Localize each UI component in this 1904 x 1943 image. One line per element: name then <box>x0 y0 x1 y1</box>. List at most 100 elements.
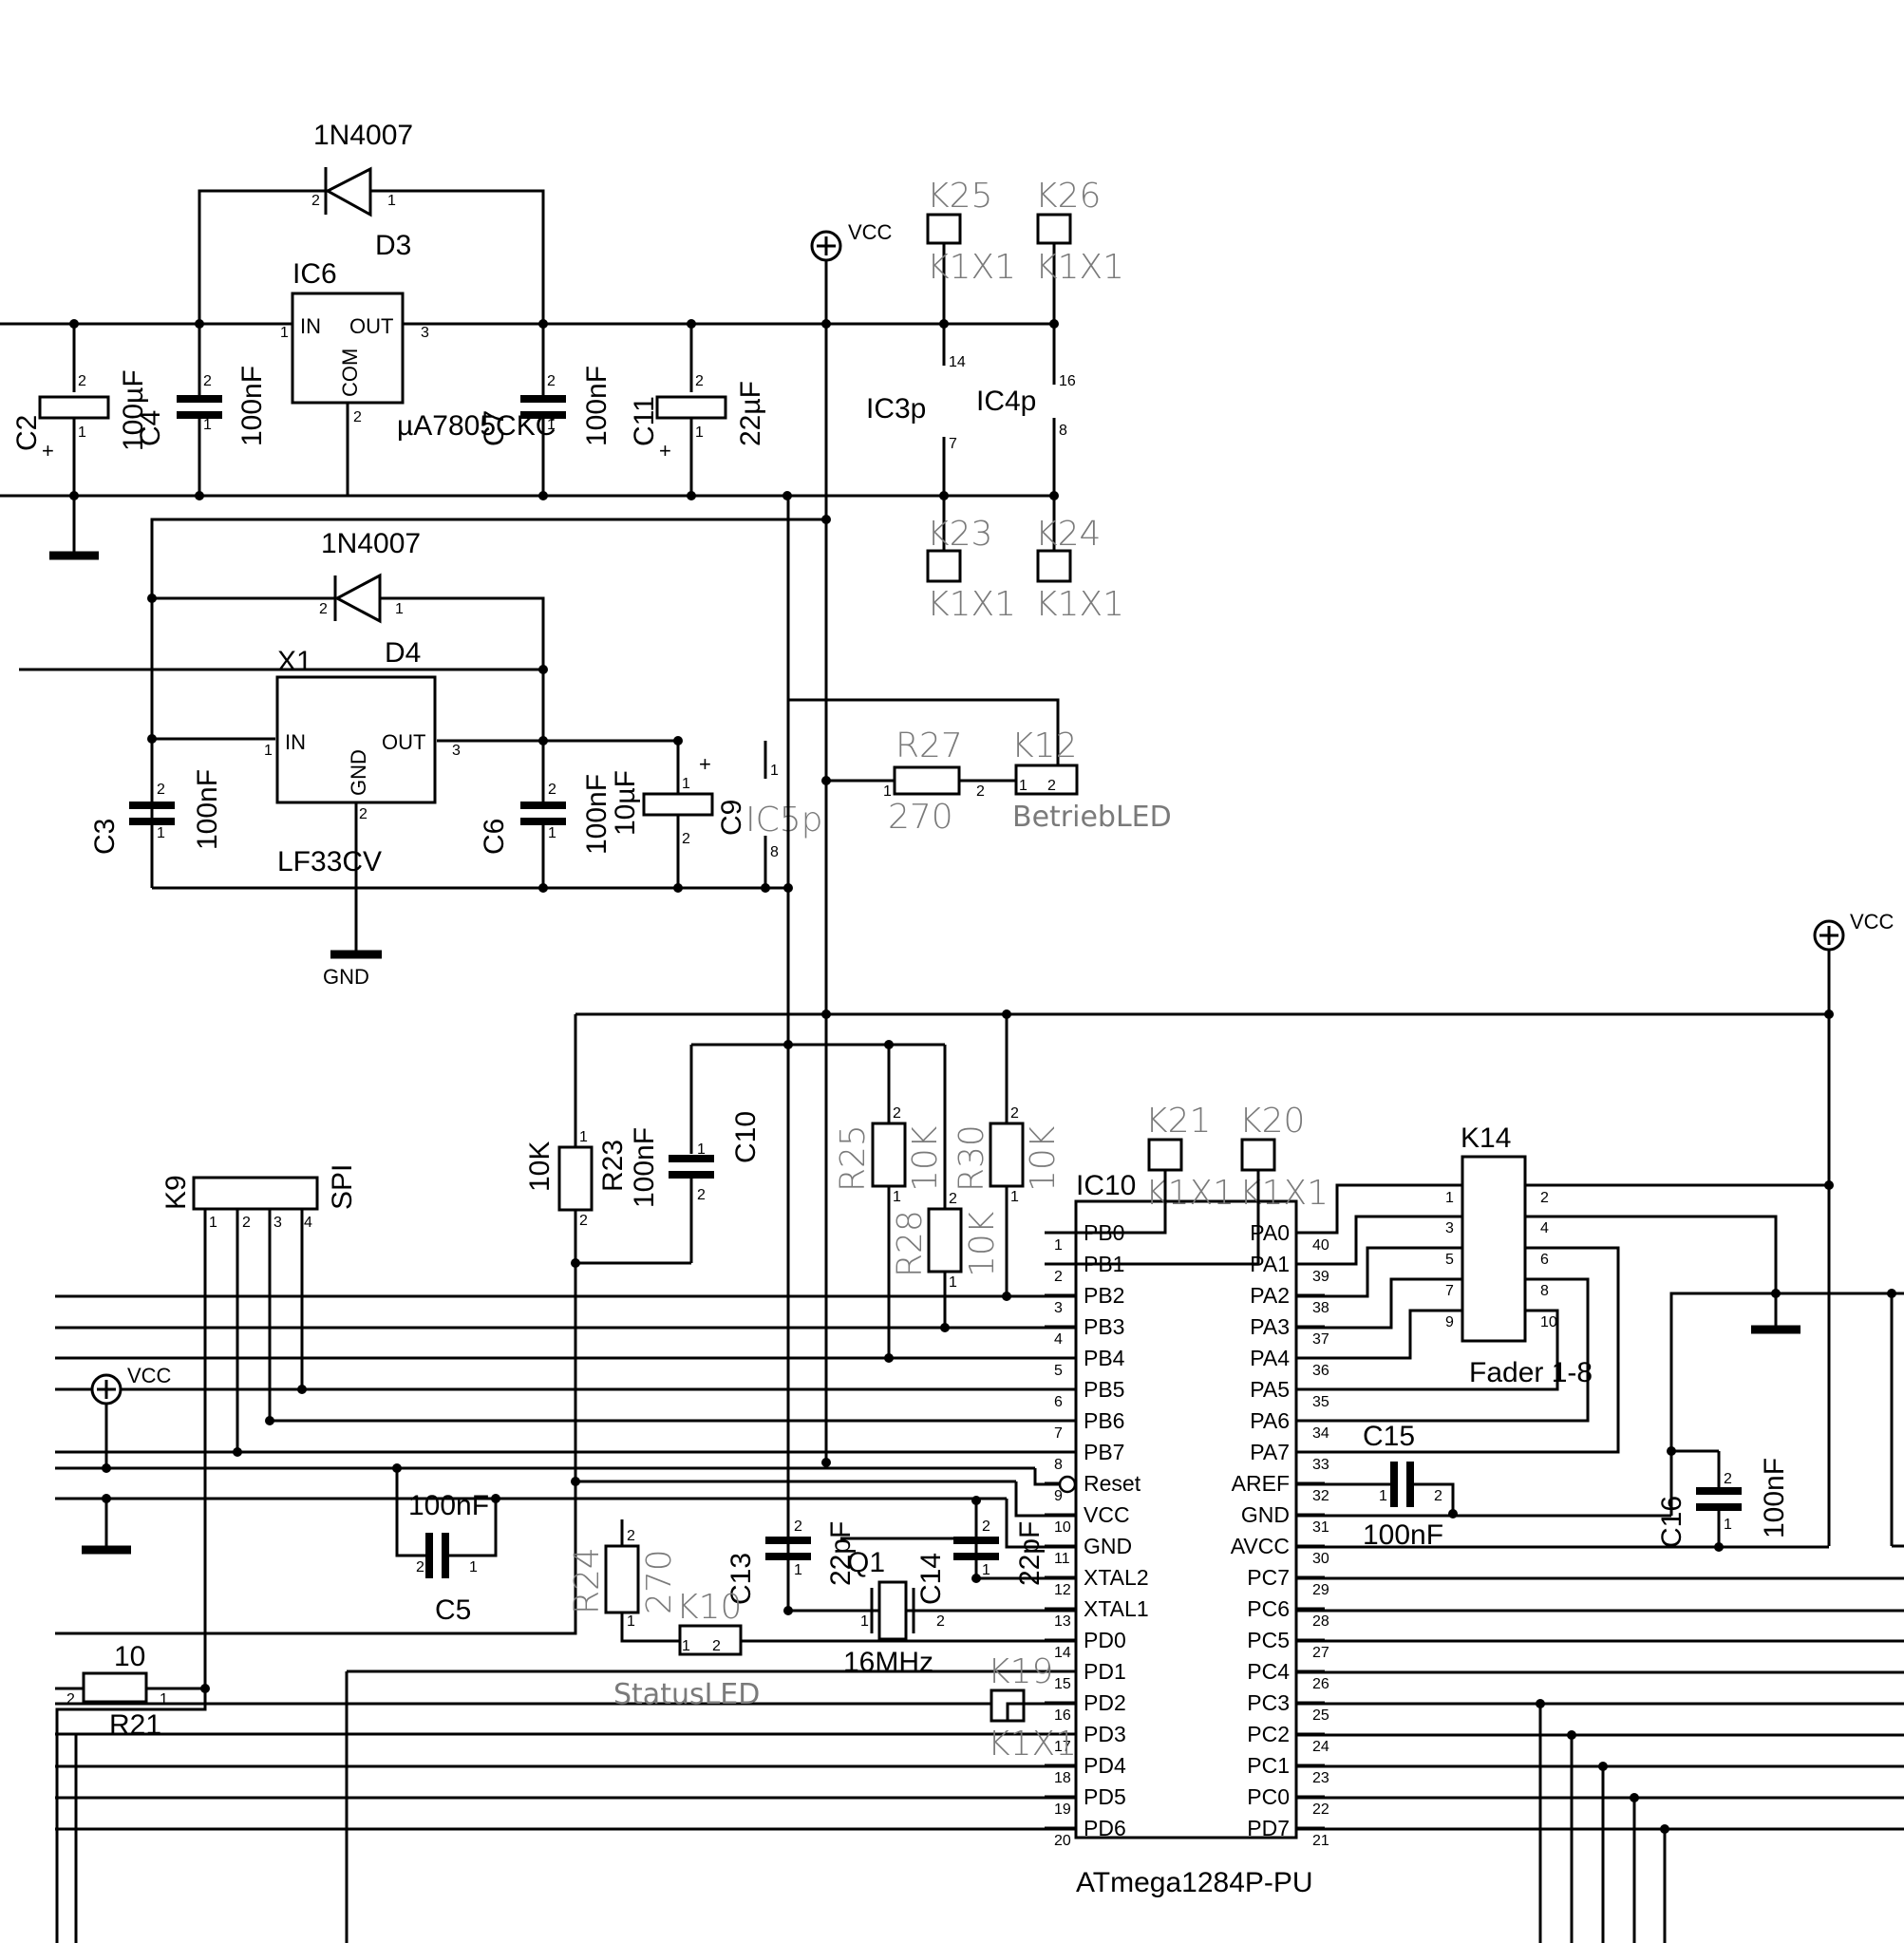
svg-text:3: 3 <box>1445 1220 1454 1236</box>
svg-text:8: 8 <box>770 844 779 860</box>
vertical-buses: R27 270 K12 BetriebLED 1 2 1 2 <box>575 260 1834 1614</box>
mcu-pin-pc2: PC2 <box>1247 1722 1290 1746</box>
svg-text:1: 1 <box>548 825 556 841</box>
svg-text:1: 1 <box>395 601 404 617</box>
x1-label: X1 <box>277 646 312 677</box>
mcu-pin-number: 2 <box>1054 1269 1063 1285</box>
svg-text:1: 1 <box>264 743 273 759</box>
svg-text:7: 7 <box>1445 1283 1454 1299</box>
svg-text:1: 1 <box>579 1129 588 1145</box>
ic6-label: IC6 <box>292 258 337 290</box>
mcu-pin-number: 12 <box>1054 1582 1071 1598</box>
k20-type: K1X1 <box>1239 1174 1329 1213</box>
regulator-5v-section: 1N4007 D3 2 1 IC6 IN OUT COM 1 3 2 µA780… <box>0 120 1054 560</box>
mcu-pin-number: 10 <box>1054 1519 1071 1536</box>
svg-text:2: 2 <box>695 373 704 389</box>
svg-text:2: 2 <box>547 373 556 389</box>
regulator-3v3-section: 1N4007 D4 2 1 X1 IN OUT GND 1 3 2 GND LF… <box>19 518 826 989</box>
diode-d4: 1N4007 D4 2 1 <box>319 528 421 669</box>
mcu-pin-gnd: GND <box>1241 1502 1290 1527</box>
svg-text:9: 9 <box>1445 1314 1454 1330</box>
svg-text:10: 10 <box>1540 1314 1557 1330</box>
x1-type: LF33CV <box>277 846 382 877</box>
mcu-pin-number: 30 <box>1312 1551 1329 1567</box>
mcu-pin-number: 13 <box>1054 1613 1071 1630</box>
c11-label: C11 <box>629 396 660 446</box>
r30-value: 10K <box>1024 1125 1063 1192</box>
svg-text:1: 1 <box>860 1613 869 1630</box>
svg-text:5: 5 <box>1445 1252 1454 1268</box>
svg-text:2: 2 <box>548 782 556 798</box>
r21-value: 10 <box>114 1641 145 1672</box>
mcu-pin-number: 6 <box>1054 1394 1063 1410</box>
k21-type: K1X1 <box>1145 1174 1235 1213</box>
mcu-pin-pd7: PD7 <box>1247 1816 1290 1840</box>
d4-type: 1N4007 <box>321 528 421 559</box>
vcc-label-right: VCC <box>1850 910 1895 934</box>
mcu-pin-pa2: PA2 <box>1250 1283 1290 1308</box>
mcu-pin-pd0: PD0 <box>1084 1628 1126 1652</box>
svg-text:2: 2 <box>712 1638 721 1654</box>
mcu-pin-pa7: PA7 <box>1250 1440 1290 1464</box>
d4-label: D4 <box>385 637 421 669</box>
c4-value: 100nF <box>236 366 268 446</box>
svg-text:1: 1 <box>469 1559 478 1575</box>
svg-text:2: 2 <box>311 193 320 209</box>
svg-text:2: 2 <box>1047 778 1056 794</box>
vcc-label-left: VCC <box>127 1364 172 1387</box>
q1-value: 16MHz <box>843 1647 933 1678</box>
k23-label: K23 <box>927 515 992 554</box>
k10-label: K10 <box>676 1588 742 1627</box>
mcu-pin-number: 32 <box>1312 1488 1329 1504</box>
mcu-pin-number: 16 <box>1054 1707 1071 1724</box>
r25-label: R25 <box>834 1124 873 1192</box>
svg-text:2: 2 <box>682 831 690 847</box>
gnd-label: GND <box>323 965 369 989</box>
svg-text:1: 1 <box>1445 1190 1454 1206</box>
mcu-pin-gnd: GND <box>1084 1534 1132 1558</box>
svg-text:2: 2 <box>242 1215 251 1231</box>
capacitor-c6: C6 100nF 2 1 <box>479 741 613 888</box>
mcu-pin-pa5: PA5 <box>1250 1377 1290 1402</box>
mcu-pin-number: 5 <box>1054 1363 1063 1379</box>
port-c-bus <box>1296 1576 1904 1943</box>
mcu-pin-number: 25 <box>1312 1707 1329 1724</box>
ic6-com-pin: COM <box>338 349 362 397</box>
k23-type: K1X1 <box>927 585 1016 624</box>
mcu-pin-number: 28 <box>1312 1613 1329 1630</box>
mcu-pin-number: 20 <box>1054 1833 1071 1849</box>
mcu-pin-pd3: PD3 <box>1084 1722 1126 1746</box>
svg-text:1: 1 <box>203 417 212 433</box>
svg-text:1: 1 <box>1724 1517 1732 1533</box>
mcu-pin-number: 14 <box>1054 1645 1071 1661</box>
r28-value: 10K <box>963 1211 1002 1277</box>
k24-label: K24 <box>1035 515 1101 554</box>
r24-value: 270 <box>640 1549 679 1614</box>
svg-text:1: 1 <box>78 424 86 441</box>
k12-label: K12 <box>1011 726 1077 765</box>
reset-network: 10K R23 1 2 100nF C10 1 2 <box>524 1014 762 1486</box>
svg-text:1: 1 <box>209 1215 217 1231</box>
mcu-pin-pc1: PC1 <box>1247 1753 1290 1778</box>
svg-text:2: 2 <box>203 373 212 389</box>
r21-label: R21 <box>109 1709 161 1741</box>
c7-value: 100nF <box>581 366 613 446</box>
c13-value: 22pF <box>825 1521 857 1586</box>
x1-out-pin: OUT <box>382 730 425 754</box>
r25-value: 10K <box>906 1125 945 1192</box>
r30-label: R30 <box>952 1124 991 1192</box>
svg-text:2: 2 <box>976 783 985 800</box>
k20-label: K20 <box>1239 1102 1305 1141</box>
mcu-pin-number: 7 <box>1054 1425 1063 1442</box>
svg-text:1: 1 <box>387 193 396 209</box>
c2-label: C2 <box>11 415 43 451</box>
svg-text:+: + <box>699 752 711 776</box>
mcu-pin-number: 11 <box>1054 1551 1070 1567</box>
k19-type: K1X1 <box>988 1725 1077 1764</box>
mcu-pin-xtal1: XTAL1 <box>1084 1596 1149 1621</box>
regulator-ic6: IC6 IN OUT COM 1 3 2 µA7805CKC <box>280 258 556 496</box>
mcu-pin-aref: AREF <box>1232 1471 1290 1496</box>
mcu-pin-number: 18 <box>1054 1770 1071 1786</box>
c6-label: C6 <box>479 819 510 855</box>
